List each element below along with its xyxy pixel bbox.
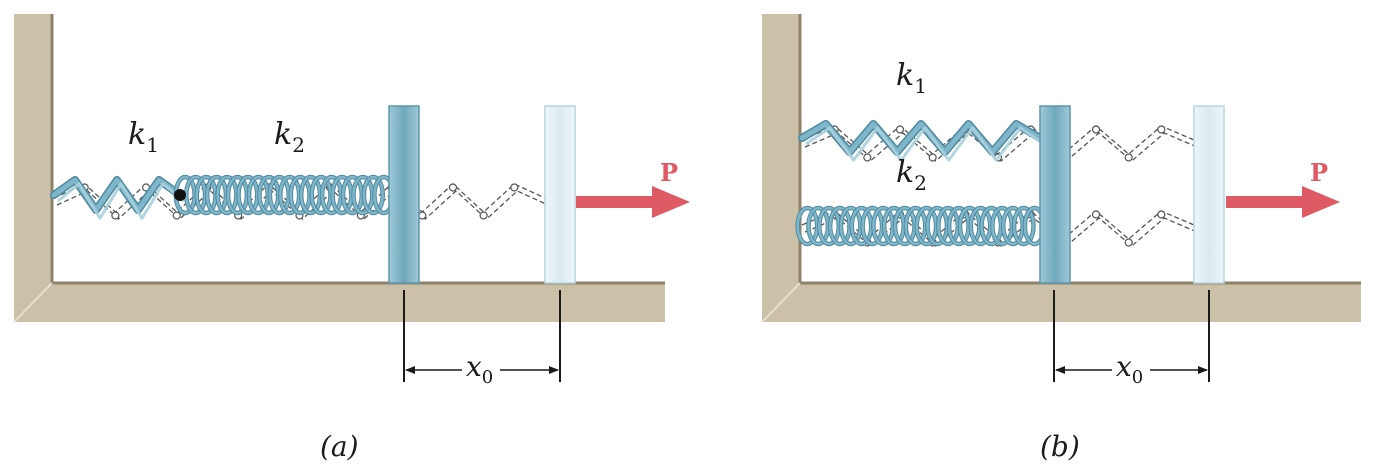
panel-b: P k1 k2 x0 (b) [761,14,1361,463]
wall-b [762,14,1361,322]
force-label-a: P [660,158,678,187]
dimension-x0-b [1053,290,1210,382]
ghost-plate-a [544,105,576,284]
spring-k1-b [798,120,1045,162]
plate-b [1039,105,1071,284]
spring-k1-a [50,176,185,220]
wall-corner-a [13,282,53,323]
spring-k2-b [795,205,1047,247]
label-k1-b: k1 [896,58,927,98]
label-x0-b: x0 [1116,350,1143,388]
label-x0-a: x0 [466,350,493,388]
junction-dot [174,189,186,201]
force-arrow-b [1226,186,1340,218]
plate-a [388,105,420,284]
label-k2-b: k2 [896,155,927,195]
label-k2-a: k2 [274,117,305,157]
panel-a: P k1 k2 x0 (a) [13,14,690,463]
wall-a [14,14,665,322]
wall-corner-b [761,282,801,323]
label-k1-a: k1 [128,117,159,157]
spring-k2-a [173,174,396,216]
caption-b: (b) [1040,430,1080,463]
force-label-b: P [1310,158,1328,187]
caption-a: (a) [320,430,359,463]
dimension-x0-a [403,290,561,382]
ghost-plate-b [1193,105,1225,284]
force-arrow-a [576,186,690,218]
